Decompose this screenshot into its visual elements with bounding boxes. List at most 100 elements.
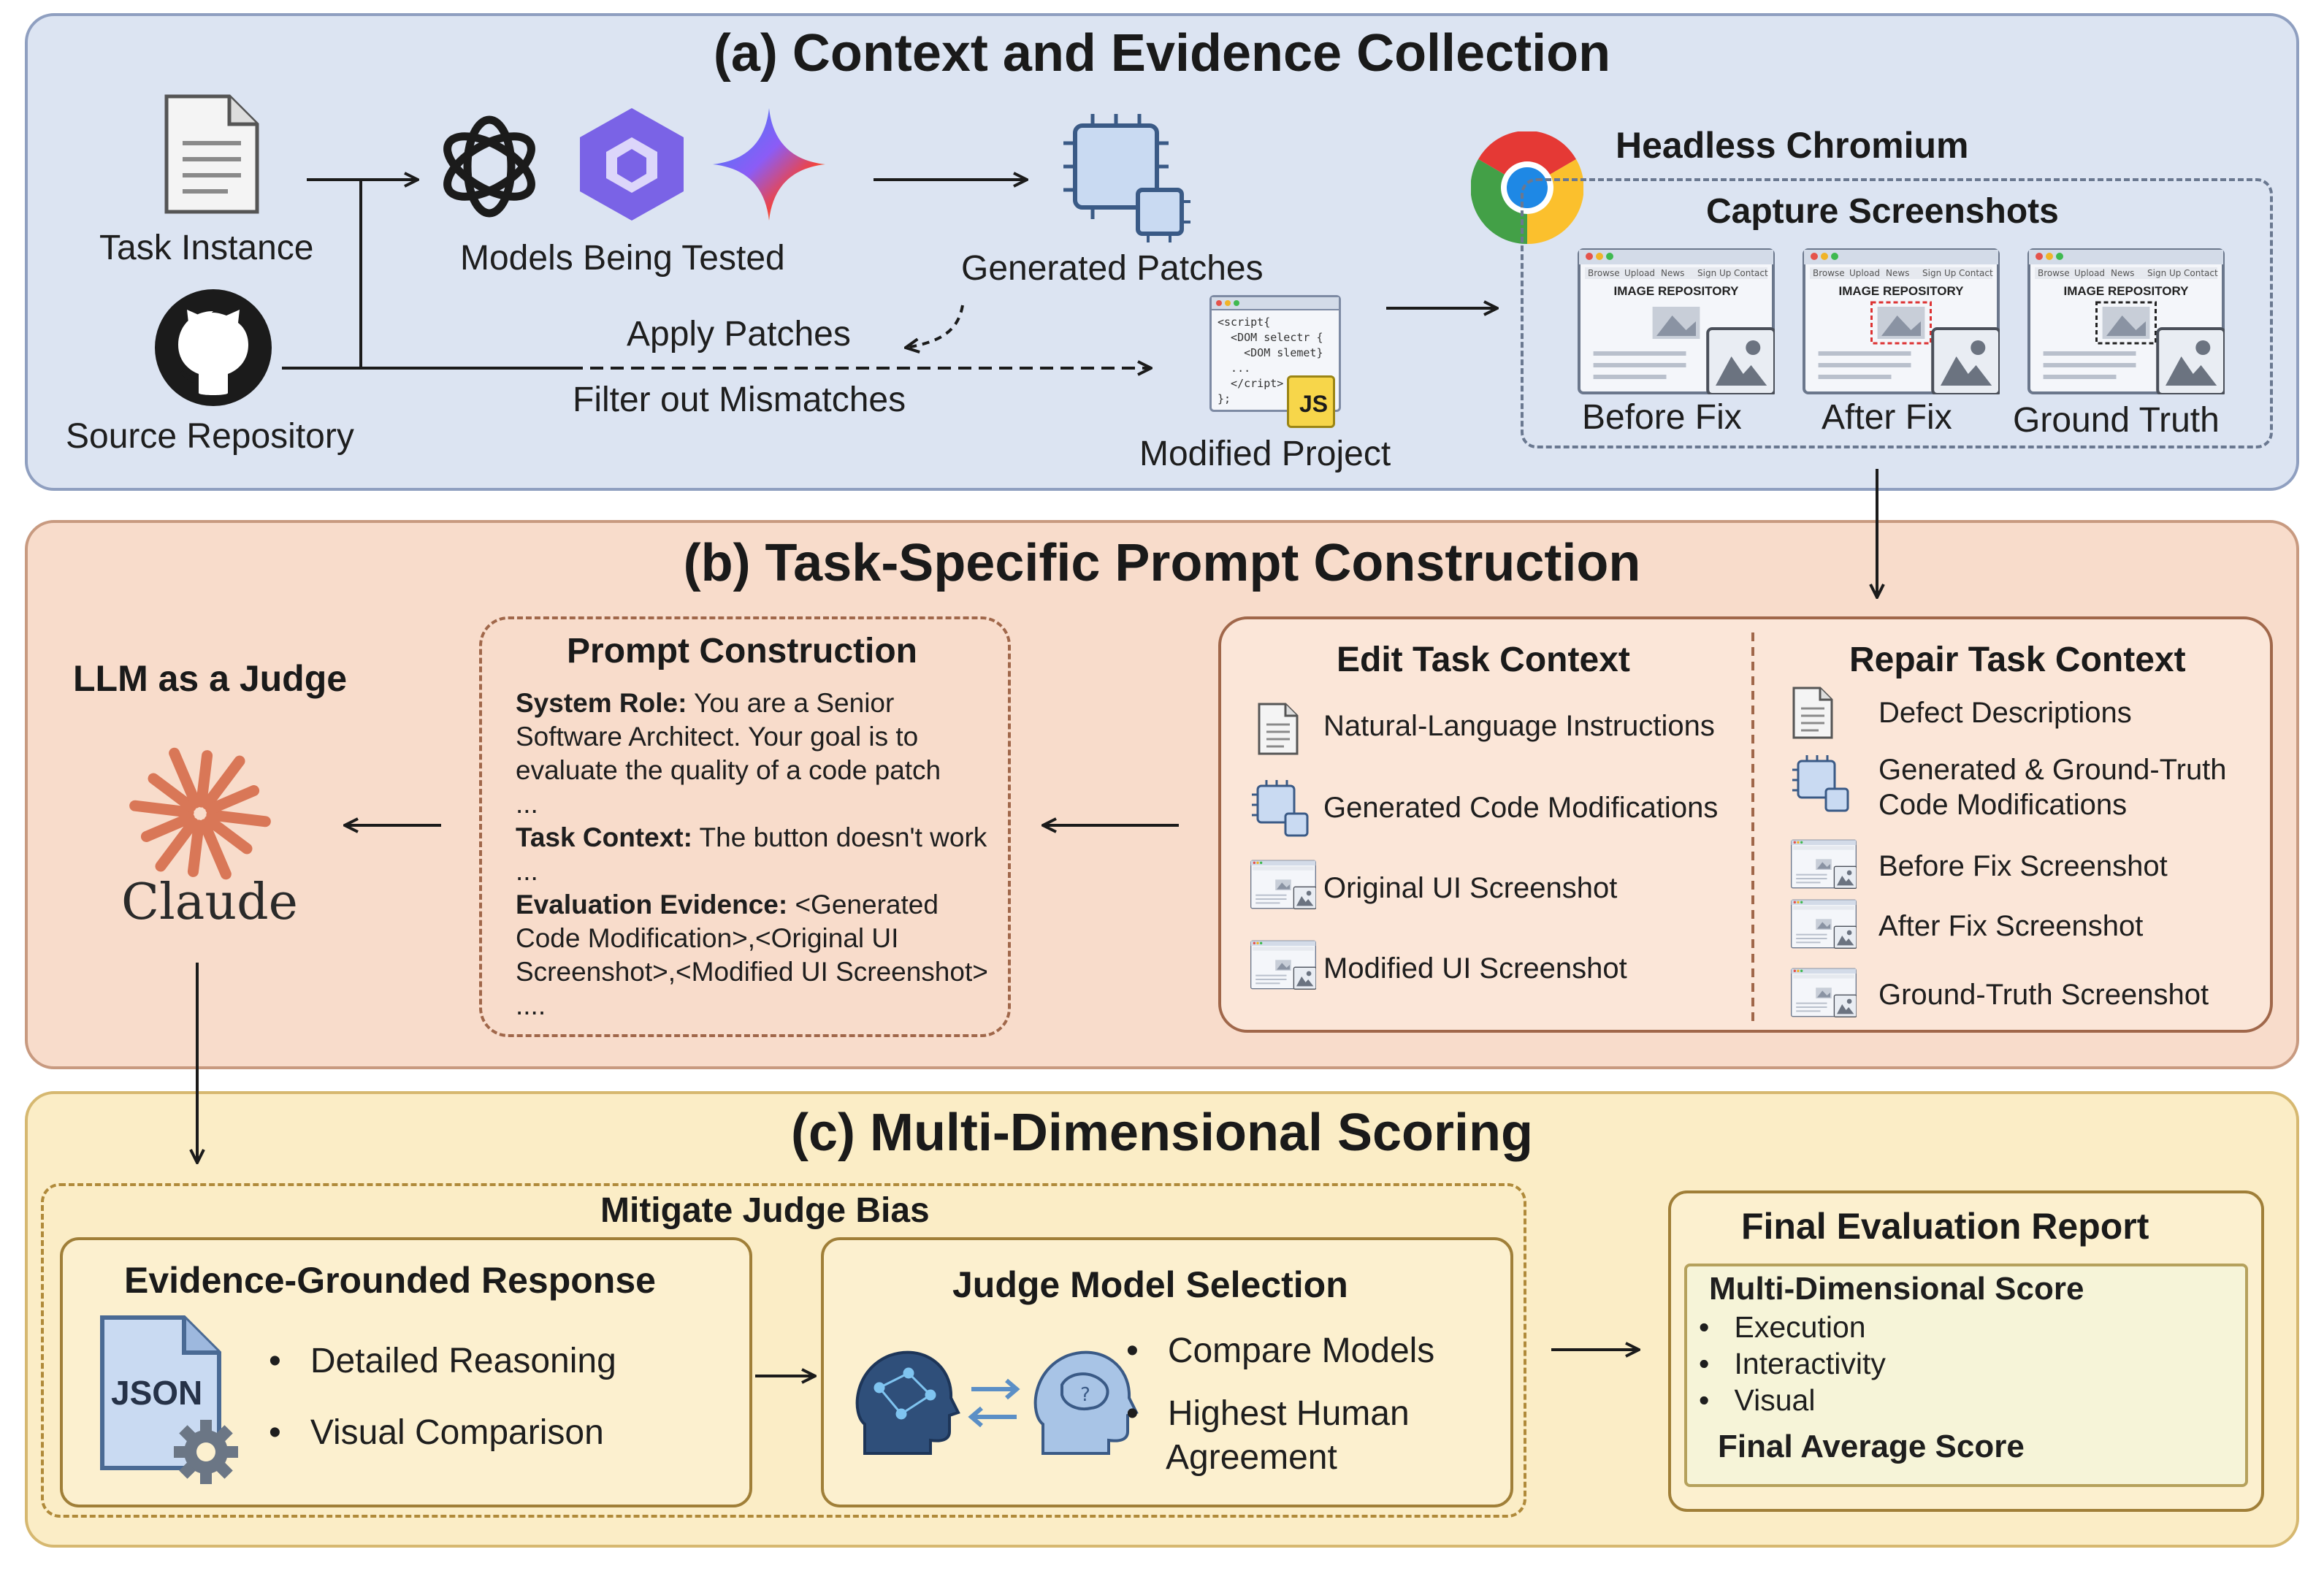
score-card bbox=[1684, 1264, 2248, 1487]
claude-ray bbox=[187, 819, 205, 877]
qwen-icon bbox=[580, 108, 684, 221]
svg-text:Contact: Contact bbox=[1959, 268, 1993, 278]
repair-context-icon bbox=[1791, 754, 1852, 819]
svg-text:Sign Up: Sign Up bbox=[1697, 268, 1731, 278]
edit-context-icon bbox=[1256, 701, 1300, 760]
json-label: JSON bbox=[111, 1374, 203, 1412]
svg-text:?: ? bbox=[1080, 1384, 1090, 1406]
before-fix-label: Before Fix bbox=[1582, 398, 1742, 437]
screenshot-icon bbox=[1791, 899, 1857, 949]
claude-ray bbox=[204, 815, 253, 855]
dimension-visual: • Visual bbox=[1699, 1383, 1816, 1417]
section-a-title: (a) Context and Evidence Collection bbox=[713, 24, 1611, 83]
document-icon bbox=[1258, 703, 1299, 755]
prompt-body: System Role: You are a Senior Software A… bbox=[516, 687, 998, 1023]
capture-screenshots-label: Capture Screenshots bbox=[1706, 192, 2059, 231]
svg-text:News: News bbox=[1886, 268, 1909, 278]
agreement-text: Agreement bbox=[1166, 1438, 1337, 1477]
prompt-ellipsis: ... bbox=[516, 789, 538, 819]
svg-text:Browse: Browse bbox=[1588, 268, 1620, 278]
code-window-titlebar bbox=[1212, 297, 1339, 310]
document-icon bbox=[164, 94, 259, 214]
evidence-label: Evaluation Evidence: bbox=[516, 890, 788, 920]
highest-human-text: Highest Human bbox=[1167, 1394, 1410, 1433]
svg-text:IMAGE REPOSITORY: IMAGE REPOSITORY bbox=[1839, 284, 1965, 298]
section-c-title: (c) Multi-Dimensional Scoring bbox=[790, 1104, 1534, 1162]
repair-context-item: Ground-Truth Screenshot bbox=[1878, 979, 2209, 1011]
edit-context-item: Original UI Screenshot bbox=[1323, 872, 1618, 904]
source-repository-label: Source Repository bbox=[66, 417, 354, 456]
patch-icon bbox=[1063, 114, 1190, 242]
claude-ray bbox=[155, 817, 199, 872]
edit-context-heading: Edit Task Context bbox=[1337, 641, 1630, 679]
prompt-construction-box bbox=[479, 616, 1011, 1037]
svg-text:News: News bbox=[1661, 268, 1684, 278]
openai-icon bbox=[443, 115, 535, 218]
repair-context-icon bbox=[1791, 967, 1857, 1022]
task-context-text: The button doesn't work ... bbox=[516, 822, 987, 886]
visual-comparison-text: Visual Comparison bbox=[310, 1413, 604, 1452]
evidence-text: <Generated Code Modification>,<Original … bbox=[516, 890, 988, 987]
svg-text:IMAGE REPOSITORY: IMAGE REPOSITORY bbox=[1614, 284, 1740, 298]
gemini-icon bbox=[713, 108, 825, 221]
github-icon bbox=[155, 289, 272, 406]
repair-context-item-line2: Code Modifications bbox=[1878, 789, 2128, 821]
screenshot-icon bbox=[1791, 839, 1857, 890]
svg-text:Contact: Contact bbox=[2184, 268, 2218, 278]
task-context-box bbox=[1218, 616, 2273, 1033]
llm-judge-label: LLM as a Judge bbox=[73, 658, 348, 699]
execution-text: Execution bbox=[1734, 1310, 1866, 1344]
compare-models-text: Compare Models bbox=[1167, 1331, 1435, 1370]
claude-ray bbox=[129, 800, 194, 818]
system-role: System Role: You are a Senior Software A… bbox=[516, 687, 998, 787]
system-role-label: System Role: bbox=[516, 688, 687, 718]
visual-text: Visual bbox=[1734, 1383, 1816, 1417]
repair-context-item: Before Fix Screenshot bbox=[1878, 850, 2168, 882]
generated-patches-label: Generated Patches bbox=[961, 249, 1264, 288]
edit-context-item: Natural-Language Instructions bbox=[1323, 710, 1715, 742]
svg-text:Upload: Upload bbox=[1624, 268, 1655, 278]
claude-ray bbox=[205, 785, 260, 815]
judge-selection-heading: Judge Model Selection bbox=[952, 1264, 1348, 1305]
svg-text:Browse: Browse bbox=[2038, 268, 2070, 278]
repair-context-icon bbox=[1791, 898, 1857, 953]
claude-ray bbox=[202, 755, 245, 810]
prompt-construction-heading: Prompt Construction bbox=[567, 632, 917, 670]
dimension-execution: • Execution bbox=[1699, 1310, 1866, 1344]
svg-text:Sign Up: Sign Up bbox=[1922, 268, 1956, 278]
claude-wordmark: Claude bbox=[121, 874, 298, 931]
after-fix-label: After Fix bbox=[1822, 398, 1952, 437]
judge-heads-icon: ? bbox=[855, 1350, 1139, 1455]
detailed-reasoning-text: Detailed Reasoning bbox=[310, 1342, 616, 1380]
svg-text:News: News bbox=[2111, 268, 2134, 278]
headless-chromium-label: Headless Chromium bbox=[1616, 125, 1969, 166]
claude-ray bbox=[148, 773, 196, 812]
svg-text:Upload: Upload bbox=[2074, 268, 2105, 278]
prompt-ellipsis-end: .... bbox=[516, 990, 546, 1020]
models-being-tested-label: Models Being Tested bbox=[460, 239, 785, 278]
task-context: Task Context: The button doesn't work ..… bbox=[516, 821, 998, 888]
code-lines: <script{ <DOM selectr { <DOM slemet} ...… bbox=[1218, 316, 1323, 405]
evaluation-evidence: Evaluation Evidence: <Generated Code Mod… bbox=[516, 888, 998, 989]
mitigate-bias-box bbox=[41, 1183, 1526, 1518]
modified-project-label: Modified Project bbox=[1139, 435, 1391, 473]
mitigate-bias-label: Mitigate Judge Bias bbox=[600, 1191, 930, 1230]
edit-context-icon bbox=[1250, 779, 1312, 844]
claude-ray bbox=[169, 747, 202, 809]
interactivity-text: Interactivity bbox=[1734, 1347, 1886, 1380]
bullet-compare-models: • Compare Models bbox=[1126, 1331, 1435, 1370]
edit-context-item: Generated Code Modifications bbox=[1323, 792, 1719, 824]
json-file-icon bbox=[100, 1315, 238, 1484]
capture-screenshots-box bbox=[1521, 178, 2273, 448]
screenshot-icon bbox=[1250, 940, 1317, 990]
task-context-label: Task Context: bbox=[516, 822, 692, 852]
edit-context-icon bbox=[1250, 859, 1317, 914]
edit-context-icon bbox=[1250, 939, 1317, 994]
svg-text:Sign Up: Sign Up bbox=[2147, 268, 2181, 278]
